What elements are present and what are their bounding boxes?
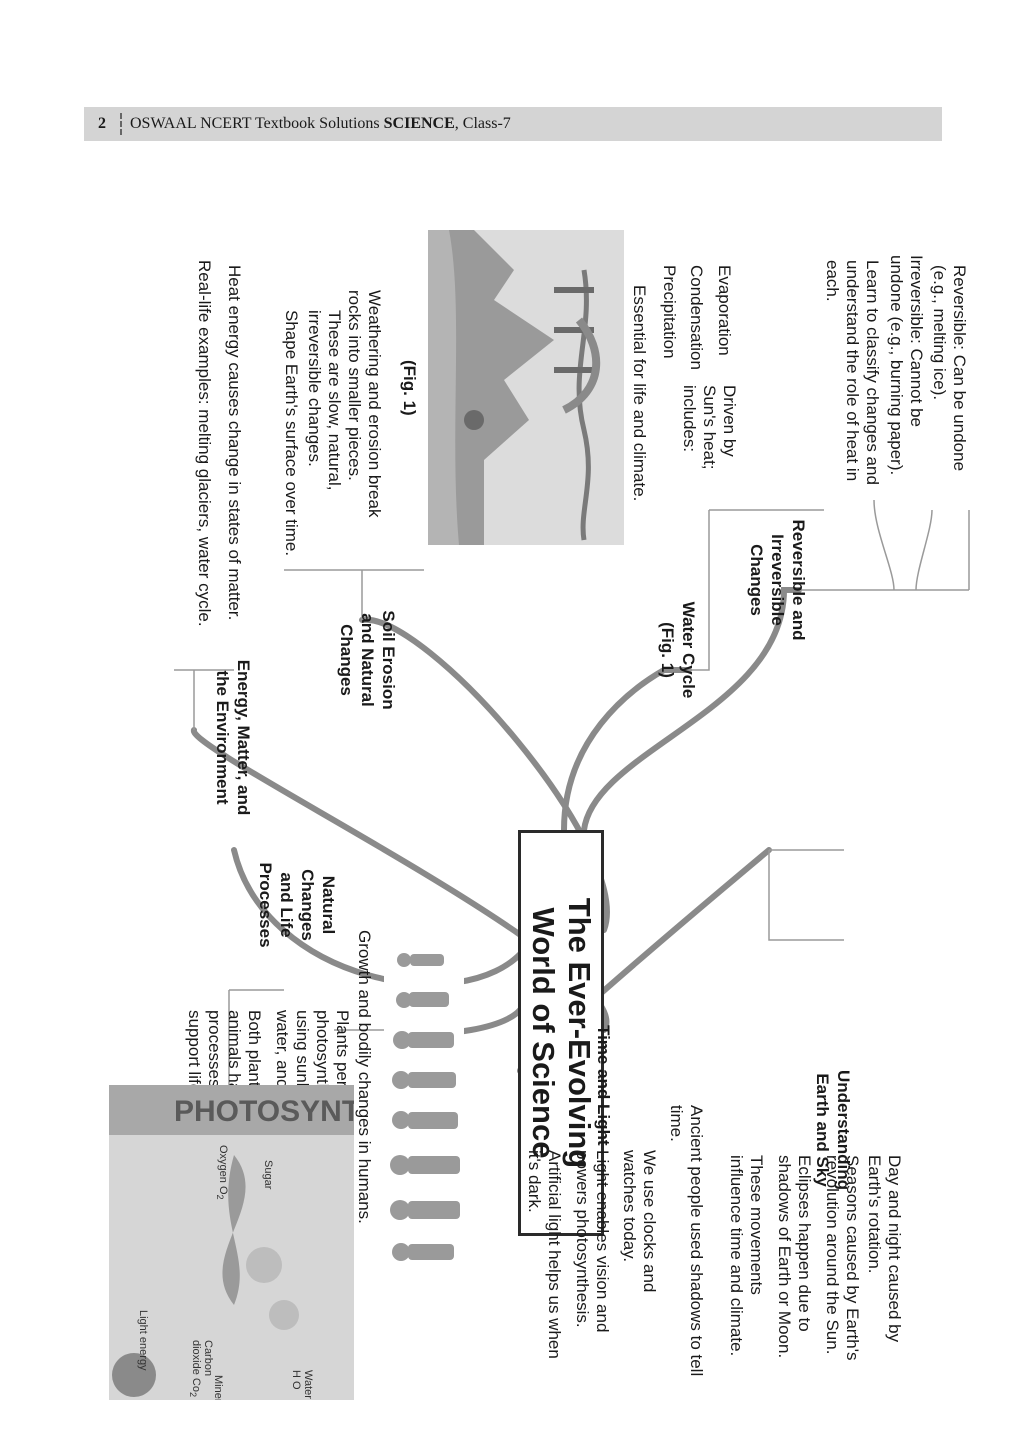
- reversible-item-3: Learn to classify changes and understand…: [823, 260, 882, 485]
- earth-sky-item-4: These movements influence time and clima…: [727, 1155, 766, 1357]
- ps-label-co2: Carbon dioxide Co2: [187, 1340, 214, 1398]
- reversible-item-2: Irreversible: Cannot be undone (e.g., bu…: [887, 255, 926, 476]
- energy-item-2: Real-life examples: melting glaciers, wa…: [195, 260, 214, 627]
- fig1-caption: (Fig. 1): [400, 360, 419, 416]
- time-light-item-1: Ancient people used shadows to tell time…: [667, 1105, 706, 1377]
- water-cycle-illustration: [428, 230, 624, 545]
- topic-life-processes: Natural Changes and Life Processes: [256, 862, 338, 948]
- topic-energy: Energy, Matter, and the Environment: [213, 659, 253, 816]
- topic-reversible: Reversible and Irreversible Changes: [747, 519, 808, 641]
- earth-sky-item-1: Day and night caused by Earth's rotation…: [865, 1155, 904, 1343]
- life-item-1: Growth and bodily changes in humans.: [355, 930, 374, 1224]
- branch-reversible: [581, 587, 802, 833]
- human-figures: [390, 953, 460, 1261]
- topic-water-cycle: Water Cycle (Fig. 1): [658, 601, 698, 699]
- water-sub-precipitation: Precipitation: [660, 265, 679, 359]
- water-sub-condensation: Condensation: [687, 265, 706, 370]
- mind-map: The Ever-Evolving World of Science Rever…: [64, 150, 1024, 1400]
- branch-earth-sky: [231, 847, 527, 988]
- ps-label-minerals: Minerals: [212, 1375, 224, 1400]
- reversible-item-1: Reversible: Can be undone (e.g., melting…: [930, 265, 969, 472]
- ps-label-sugar: Sugar: [262, 1160, 274, 1190]
- topic-time-light: Time and Light: [594, 1025, 613, 1146]
- ps-label-light: Light energy: [137, 1310, 149, 1371]
- branch-water: [561, 667, 692, 833]
- earth-sky-item-2: Seasons caused by Earth's revolution aro…: [823, 1155, 862, 1361]
- water-essential: Essential for life and climate.: [630, 285, 649, 502]
- energy-item-1: Heat energy causes change in states of m…: [225, 265, 244, 621]
- water-driven: Driven by Sun's heat; includes:: [680, 385, 739, 470]
- photosynthesis-title: PHOTOSYNTHESIS: [174, 1095, 354, 1128]
- water-cycle-figure: [428, 230, 624, 545]
- time-light-item-4: Artificial light helps us when it's dark…: [525, 1150, 564, 1359]
- topic-soil-erosion: Soil Erosion and Natural Changes: [337, 610, 398, 710]
- soil-item-2: These are slow, natural, irreversible ch…: [305, 310, 344, 491]
- page-header: 2 OSWAAL NCERT Textbook Solutions SCIENC…: [84, 107, 942, 141]
- header-title: OSWAAL NCERT Textbook Solutions SCIENCE,…: [130, 115, 511, 132]
- soil-item-3: Shape Earth's surface over time.: [282, 310, 301, 557]
- human-growth-illustration: [384, 940, 464, 1270]
- ps-label-water: Water H O: [290, 1370, 314, 1399]
- ps-label-oxygen: Oxygen O2: [214, 1145, 229, 1200]
- earth-sky-item-3: Eclipses happen due to shadows of Earth …: [775, 1155, 814, 1359]
- photosynthesis-illustration: [109, 1085, 354, 1400]
- time-light-item-3: Light enables vision and powers photosyn…: [573, 1150, 612, 1333]
- header-separator: [120, 113, 122, 135]
- time-light-item-2: We use clocks and watches today.: [620, 1150, 659, 1293]
- page-number: 2: [98, 115, 106, 132]
- soil-item-1: Weathering and erosion break rocks into …: [345, 290, 384, 518]
- photosynthesis-figure: PHOTOSYNTHESIS Light energy Carbon dioxi…: [109, 1085, 354, 1400]
- water-sub-evaporation: Evaporation: [715, 265, 734, 356]
